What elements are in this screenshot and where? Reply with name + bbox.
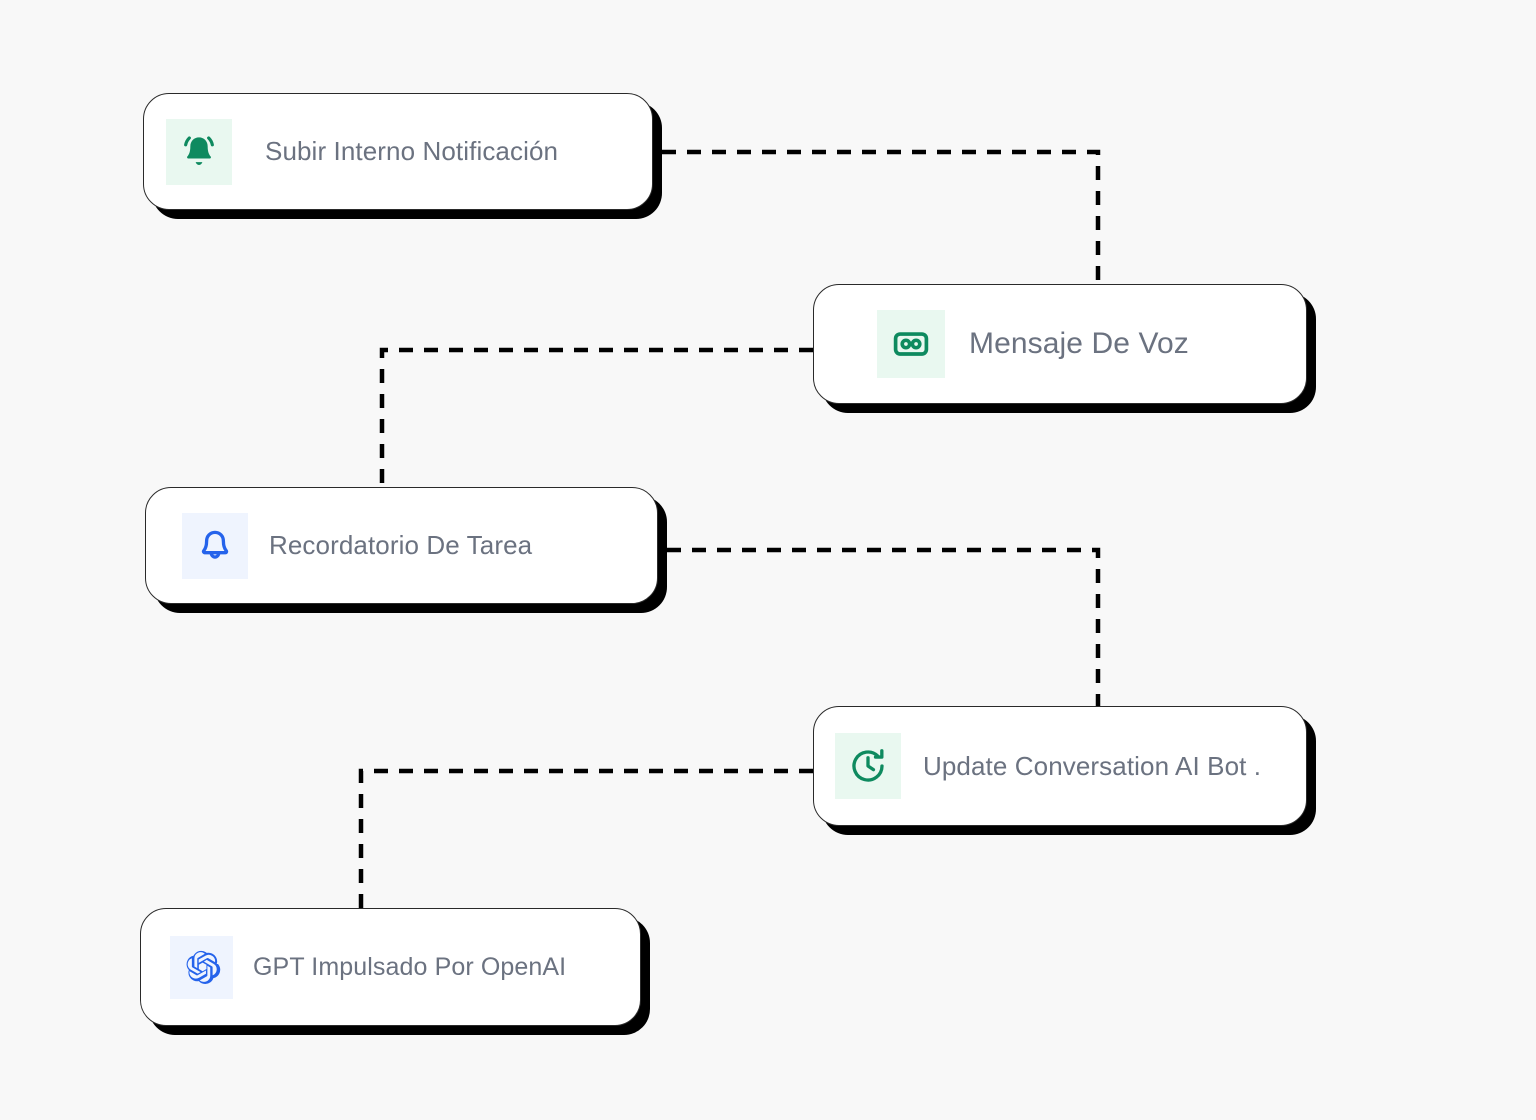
node-voice-message[interactable]: Mensaje De Voz [813,284,1307,404]
edge-task-to-update [667,547,1101,706]
node-upload-internal-notification[interactable]: Subir Interno Notificación [143,93,653,210]
voicemail-icon [877,310,945,378]
edge-upload-to-voice [662,149,1101,284]
node-label: Subir Interno Notificación [265,136,559,166]
bell-ringing-icon [166,118,232,185]
node-label: Recordatorio De Tarea [269,530,533,560]
node-gpt-powered-by-openai[interactable]: GPT Impulsado Por OpenAI [140,908,641,1026]
clock-refresh-icon [835,733,901,799]
openai-logo-icon [170,935,233,999]
edge-update-to-gpt [358,768,813,908]
node-label: Mensaje De Voz [969,327,1189,360]
node-label: Update Conversation AI Bot . [923,750,1262,781]
node-update-conversation-ai-bot[interactable]: Update Conversation AI Bot . [813,706,1307,826]
node-label: GPT Impulsado Por OpenAI [253,952,567,981]
node-task-reminder[interactable]: Recordatorio De Tarea [145,487,658,604]
bell-outline-icon [182,512,248,579]
edge-voice-to-task [379,347,813,487]
